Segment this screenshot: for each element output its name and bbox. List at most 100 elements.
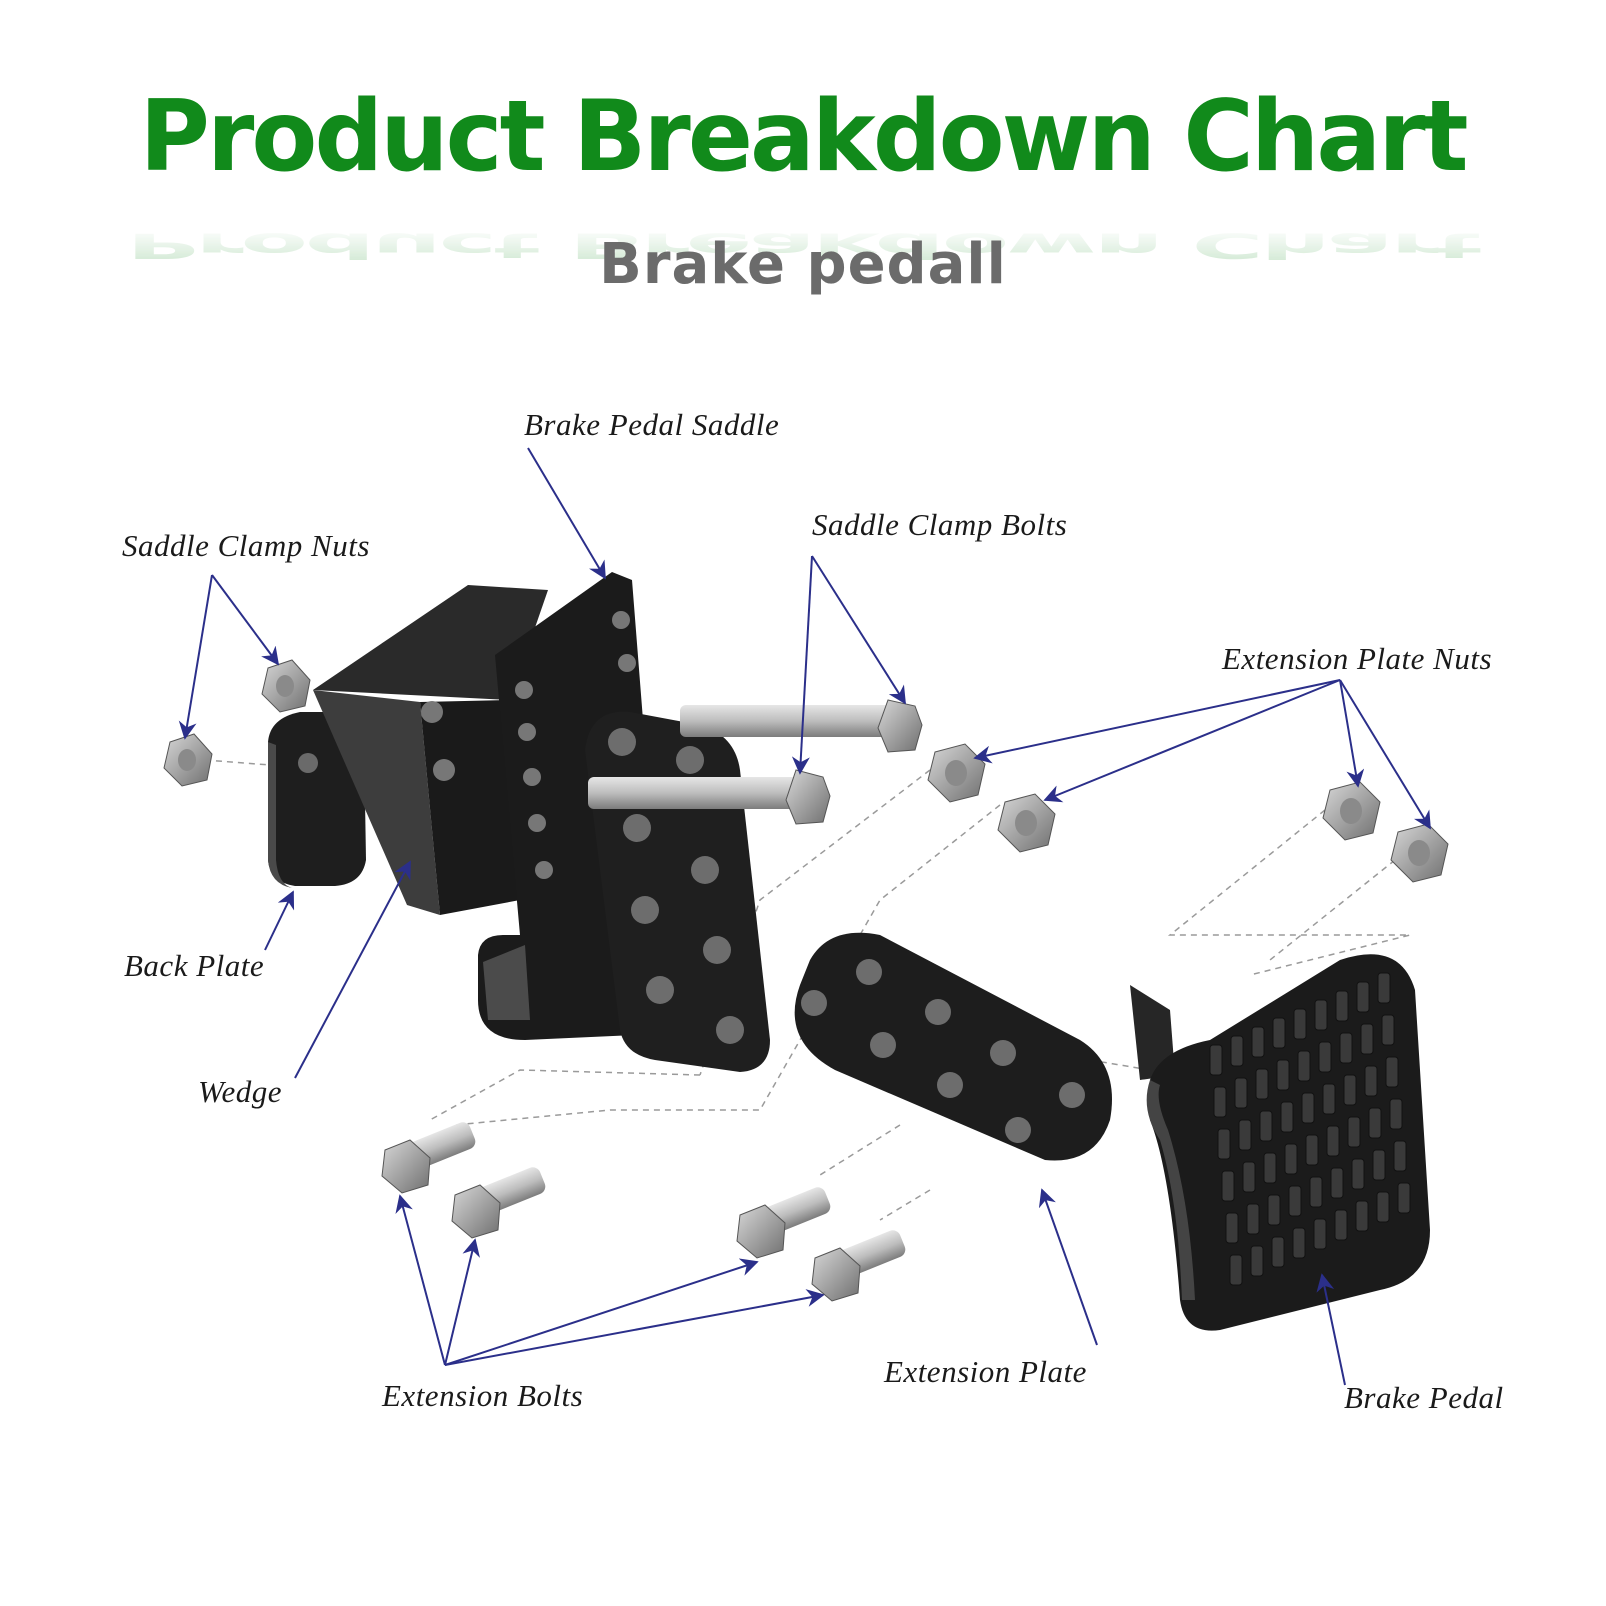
callout-arrows [178,447,1431,1386]
pedal-stud [1259,1110,1273,1142]
pedal-stud [1293,1008,1307,1040]
arrow-extension-bolt-1 [395,1194,446,1366]
page-subtitle: Brake pedall [599,232,1007,297]
pedal-stud [1234,1077,1248,1109]
pedal-stud [1225,1212,1239,1244]
pedal-stud [1335,990,1349,1022]
pedal-stud [1318,1041,1332,1073]
pedal-stud [1322,1083,1336,1115]
arrow-brake-pedal [1316,1273,1346,1386]
saddle-clamp-nut [261,659,311,713]
pedal-stud [1280,1101,1294,1133]
pedal-stud [1376,1191,1390,1223]
extension-bolt [811,1230,906,1302]
label-extension-plate: Extension Plate [884,1354,1087,1389]
pedal-stud [1368,1107,1382,1139]
pedal-stud [1217,1128,1231,1160]
arrow-extension-plate [1038,1188,1098,1346]
pedal-stud [1297,1050,1311,1082]
arrow-extension-plate-nut-4 [1339,679,1431,830]
label-saddle-clamp-bolts: Saddle Clamp Bolts [812,507,1068,542]
pedal-stud [1377,972,1391,1004]
pedal-stud [1251,1026,1265,1058]
pedal-stud [1389,1098,1403,1130]
pedal-stud [1347,1116,1361,1148]
assembly-guide-lines [204,759,1411,1221]
arrow-saddle-clamp-nut-2 [211,574,280,666]
extension-bolt [736,1187,831,1259]
arrow-extension-plate-nut-3 [1339,679,1365,788]
pedal-stud [1326,1125,1340,1157]
arrow-wedge [294,860,411,1079]
pedal-stud [1209,1044,1223,1076]
pedal-stud [1255,1068,1269,1100]
pedal-stud [1397,1182,1411,1214]
extension-plate-nut [1390,823,1449,883]
label-brake-pedal-saddle: Brake Pedal Saddle [524,407,780,442]
pedal-stud [1385,1056,1399,1088]
extension-plate-nut [997,793,1056,853]
pedal-stud [1309,1176,1323,1208]
saddle-clamp-bolt [680,699,923,753]
pedal-stud [1213,1086,1227,1118]
pedal-stud [1301,1092,1315,1124]
pedal-stud [1288,1185,1302,1217]
pedal-stud [1242,1161,1256,1193]
pedal-stud [1372,1149,1386,1181]
pedal-stud [1355,1200,1369,1232]
pedal-tread-studs [1209,972,1411,1286]
saddle-clamp-nut [163,733,213,787]
back-plate [268,712,366,888]
pedal-stud [1246,1203,1260,1235]
title-block: Product Breakdown Chart [0,88,1606,258]
arrow-extension-bolt-2 [444,1238,480,1366]
pedal-stud [1230,1035,1244,1067]
label-extension-bolts: Extension Bolts [382,1378,584,1413]
label-wedge: Wedge [198,1074,282,1109]
pedal-stud [1221,1170,1235,1202]
arrow-saddle-clamp-nut-1 [178,574,213,740]
brake-pedal [1130,954,1430,1331]
extension-bolt [381,1122,476,1194]
pedal-stud [1351,1158,1365,1190]
pedal-stud [1271,1236,1285,1268]
pedal-stud [1292,1227,1306,1259]
arrow-extension-plate-nut-1 [973,679,1341,764]
wedge [313,585,548,915]
arrow-back-plate [264,890,295,951]
arrow-brake-pedal-saddle [527,447,606,580]
pedal-stud [1356,981,1370,1013]
pedal-stud [1229,1254,1243,1286]
pedal-stud [1360,1023,1374,1055]
pedal-stud [1314,999,1328,1031]
extension-bolt [451,1167,546,1239]
pedal-stud [1250,1245,1264,1277]
label-back-plate: Back Plate [124,948,265,983]
label-saddle-clamp-nuts: Saddle Clamp Nuts [122,528,370,563]
label-extension-plate-nuts: Extension Plate Nuts [1222,641,1493,676]
pedal-stud [1393,1140,1407,1172]
pedal-stud [1276,1059,1290,1091]
pedal-stud [1334,1209,1348,1241]
extension-plate-nut [1322,781,1381,841]
extension-plate [794,932,1112,1161]
pedal-stud [1339,1032,1353,1064]
arrow-extension-bolt-3 [444,1258,759,1366]
pedal-stud [1272,1017,1286,1049]
pedal-stud [1267,1194,1281,1226]
arrow-extension-plate-nut-2 [1043,679,1341,803]
pedal-stud [1364,1065,1378,1097]
saddle-clamp-bolt [588,769,831,825]
arrow-extension-bolt-4 [444,1289,825,1366]
label-brake-pedal: Brake Pedal [1344,1380,1504,1415]
pedal-stud [1238,1119,1252,1151]
arrow-saddle-clamp-bolt-1 [811,555,906,705]
pedal-stud [1263,1152,1277,1184]
pedal-stud [1343,1074,1357,1106]
pedal-stud [1381,1014,1395,1046]
page-title: Product Breakdown Chart [139,80,1469,194]
arrow-saddle-clamp-bolt-2 [791,555,813,775]
pedal-stud [1313,1218,1327,1250]
pedal-stud [1305,1134,1319,1166]
